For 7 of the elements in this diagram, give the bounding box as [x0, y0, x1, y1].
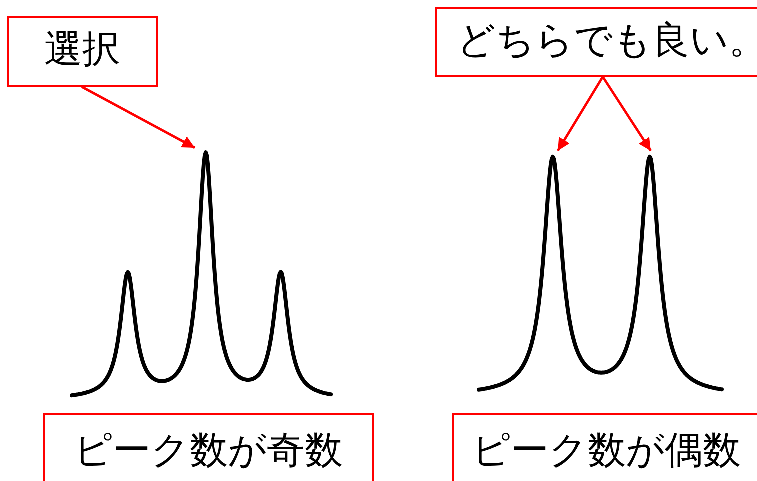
caption-box: ピーク数が奇数 [43, 413, 374, 481]
arrow [81, 86, 196, 150]
callout-box: 選択 [7, 16, 158, 87]
arrow [556, 76, 604, 152]
arrow [602, 76, 652, 152]
caption-box: ピーク数が偶数 [452, 413, 757, 481]
callout-box: どちらでも良い。 [435, 7, 757, 77]
